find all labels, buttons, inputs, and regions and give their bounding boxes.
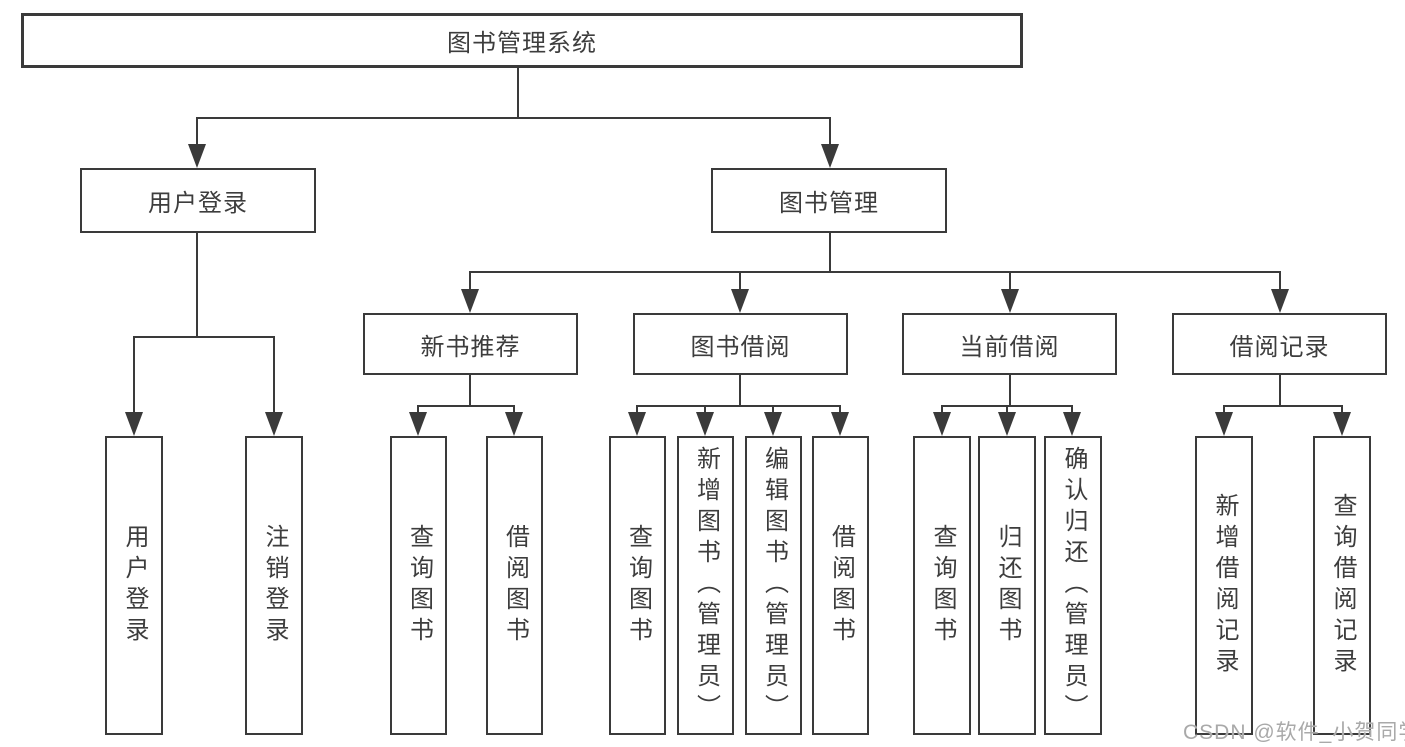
connector-line [1341,405,1343,415]
arrow-down-icon [764,412,782,436]
arrow-down-icon [409,412,427,436]
arrow-down-icon [461,289,479,313]
watermark: CSDN @软件_小贺同学 [1183,721,1405,744]
node-book-borrow: 图书借阅 [633,313,848,375]
connector-line [1071,405,1073,415]
leaf-label: 查询借阅记录 [1329,492,1356,679]
connector-line [196,117,198,147]
connector-line [513,405,515,415]
connector-line [1006,405,1008,415]
leaf-user-login: 用户登录 [105,436,163,735]
connector-line [739,375,741,407]
arrow-down-icon [628,412,646,436]
node-label: 用户登录 [148,190,248,217]
arrow-down-icon [265,412,283,436]
leaf-label: 借阅图书 [827,523,855,648]
connector-line [133,336,275,338]
node-book-management: 图书管理 [711,168,947,233]
node-new-book-recommend: 新书推荐 [363,313,578,375]
arrow-down-icon [831,412,849,436]
connector-line [739,271,741,291]
connector-line [469,271,1281,273]
arrow-down-icon [731,289,749,313]
leaf-borrow-books: 借阅图书 [812,436,869,735]
leaf-add-borrow-record: 新增借阅记录 [1195,436,1253,735]
arrow-down-icon [933,412,951,436]
connector-line [469,271,471,291]
connector-line [417,405,515,407]
node-library-system: 图书管理系统 [21,13,1023,68]
leaf-add-book-admin: 新增图书（管理员） [677,436,734,735]
connector-line [636,405,638,415]
arrow-down-icon [998,412,1016,436]
connector-line [517,68,519,118]
node-label: 图书借阅 [690,333,791,361]
leaf-edit-book-admin: 编辑图书（管理员） [745,436,802,735]
node-current-borrow: 当前借阅 [902,313,1117,375]
connector-line [829,117,831,147]
node-label: 当前借阅 [959,333,1060,361]
node-label: 新书推荐 [420,333,521,361]
connector-line [772,405,774,415]
arrow-down-icon [696,412,714,436]
leaf-confirm-return-admin: 确认归还（管理员） [1044,436,1102,735]
connector-line [829,233,831,273]
leaf-query-books-recommend: 查询图书 [390,436,447,735]
connector-line [1009,375,1011,407]
node-label: 图书管理系统 [447,30,597,57]
leaf-label: 确认归还（管理员） [1060,446,1087,725]
leaf-query-borrow-record: 查询借阅记录 [1313,436,1371,735]
connector-line [1009,271,1011,291]
connector-line [273,336,275,414]
leaf-label: 编辑图书（管理员） [760,446,788,725]
node-user-login: 用户登录 [80,168,316,233]
arrow-down-icon [1333,412,1351,436]
connector-line [1223,405,1343,407]
leaf-label: 查询图书 [405,523,433,648]
arrow-down-icon [1271,289,1289,313]
leaf-return-book: 归还图书 [978,436,1036,735]
leaf-label: 用户登录 [121,523,148,648]
connector-line [196,233,198,337]
connector-line [417,405,419,415]
arrow-down-icon [1001,289,1019,313]
leaf-label: 注销登录 [261,523,288,648]
connector-line [469,375,471,407]
leaf-label: 查询图书 [624,523,652,648]
leaf-query-books-borrow: 查询图书 [609,436,666,735]
connector-line [1223,405,1225,415]
arrow-down-icon [821,144,839,168]
leaf-logout: 注销登录 [245,436,303,735]
arrow-down-icon [125,412,143,436]
connector-line [196,117,831,119]
leaf-label: 归还图书 [994,523,1021,648]
leaf-label: 查询图书 [929,523,956,648]
leaf-borrow-books-recommend: 借阅图书 [486,436,543,735]
connector-line [839,405,841,415]
arrow-down-icon [188,144,206,168]
connector-line [1279,271,1281,291]
leaf-query-books-current: 查询图书 [913,436,971,735]
leaf-label: 借阅图书 [501,523,529,648]
arrow-down-icon [505,412,523,436]
leaf-label: 新增图书（管理员） [692,446,720,725]
connector-line [636,405,841,407]
leaf-label: 新增借阅记录 [1211,492,1238,679]
connector-line [704,405,706,415]
node-borrow-records: 借阅记录 [1172,313,1387,375]
node-label: 借阅记录 [1229,333,1330,361]
node-label: 图书管理 [779,190,879,217]
arrow-down-icon [1063,412,1081,436]
connector-line [133,336,135,414]
arrow-down-icon [1215,412,1233,436]
connector-line [941,405,943,415]
connector-line [1279,375,1281,407]
